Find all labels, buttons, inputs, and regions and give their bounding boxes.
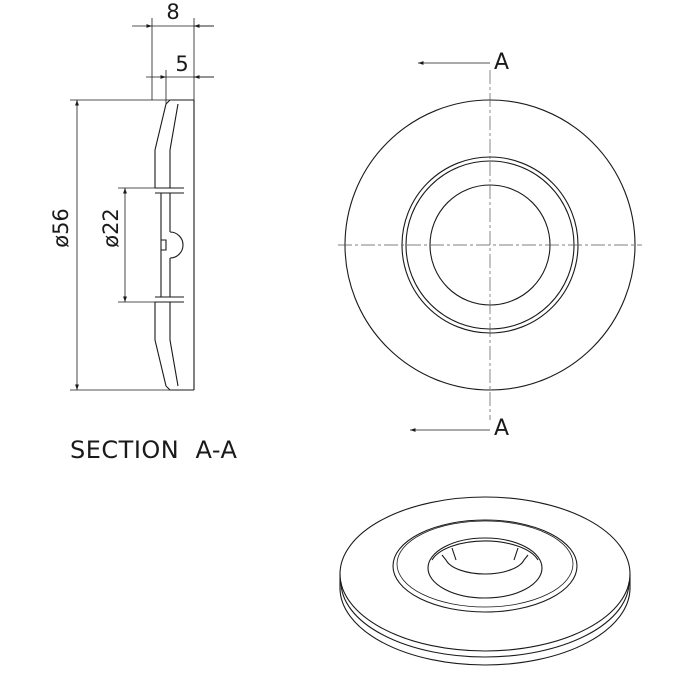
dimension-thickness-total: 8 [132, 0, 214, 100]
dimension-label-5: 5 [175, 52, 188, 76]
iso-outer-ellipse [339, 496, 631, 652]
section-letter-top: A [494, 50, 509, 75]
section-title: SECTION A-A [70, 436, 238, 464]
iso-bore-ellipse [427, 537, 543, 599]
dimension-label-outer-diameter: ø56 [49, 208, 73, 248]
dimension-label-8: 8 [166, 0, 179, 24]
dimension-thickness-step: 5 [146, 52, 214, 104]
isometric-view [339, 496, 631, 666]
dimension-label-inner-diameter: ø22 [99, 208, 123, 248]
dimension-outer-diameter: ø56 [49, 99, 170, 391]
iso-ring-ellipse [392, 519, 578, 613]
section-profile [154, 99, 195, 391]
section-view: 8 5 ø56 ø22 SECTION A-A [49, 0, 238, 464]
front-view: A A [338, 50, 642, 441]
section-letter-bottom: A [494, 416, 509, 441]
section-marker-bottom: A [410, 416, 509, 441]
dimension-inner-diameter: ø22 [99, 187, 155, 303]
section-marker-top: A [418, 50, 509, 75]
